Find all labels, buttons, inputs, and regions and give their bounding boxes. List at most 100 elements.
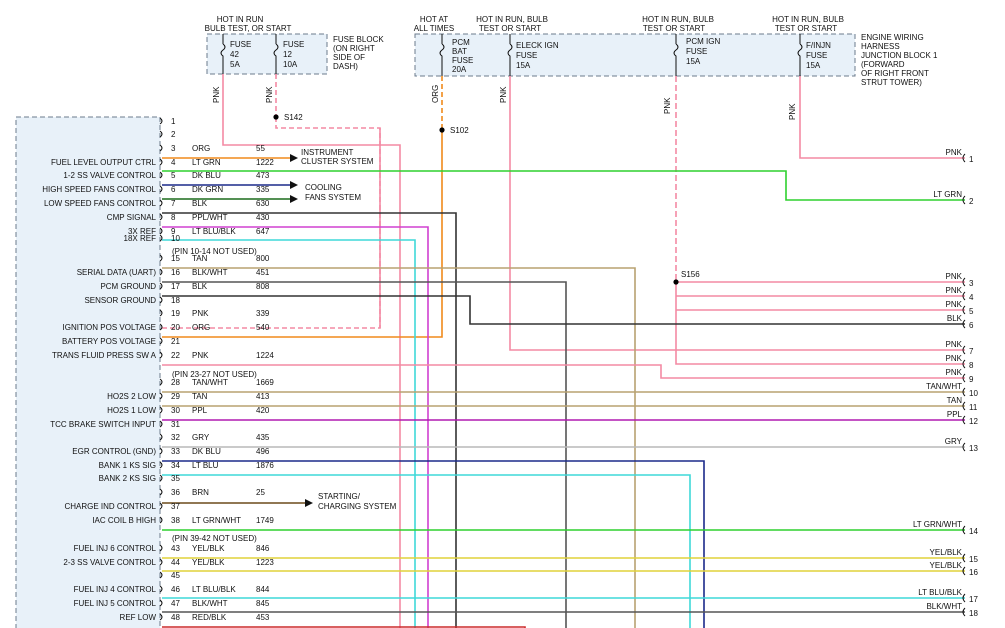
wire-color-label: PNK xyxy=(663,97,672,114)
wire-color-code: DK BLU xyxy=(192,171,221,180)
wire-color-code: BLK/WHT xyxy=(192,599,228,608)
pin-bracket xyxy=(159,433,163,441)
pin-number: 48 xyxy=(171,613,180,622)
hot-label: HOT AT xyxy=(420,15,448,24)
fuse-label: PCM xyxy=(452,38,470,47)
pin-bracket xyxy=(159,117,163,125)
splice-label: S156 xyxy=(681,270,700,279)
wire-blkwht-pin16 xyxy=(162,281,567,628)
pin-bracket xyxy=(159,282,163,290)
pin-bracket xyxy=(159,144,163,152)
connector-wire-color: YEL/BLK xyxy=(930,548,963,557)
pin-bracket xyxy=(159,516,163,524)
fuse-label: ELECK IGN xyxy=(516,41,559,50)
destination-label: STARTING/ xyxy=(318,492,361,501)
destination-label: CLUSTER SYSTEM xyxy=(301,157,374,166)
connector-wire-color: GRY xyxy=(945,437,963,446)
pin-number: 5 xyxy=(171,171,176,180)
pin-number: 43 xyxy=(171,544,180,553)
connector-pin-number: 16 xyxy=(969,568,978,577)
circuit-number: 846 xyxy=(256,544,270,553)
pin-number: 6 xyxy=(171,185,176,194)
pin-number: 22 xyxy=(171,351,180,360)
wire-pnk-finjn xyxy=(799,76,965,159)
fuse-block-left-box xyxy=(206,33,328,75)
fuse-symbol xyxy=(797,34,803,76)
splice-label: S102 xyxy=(450,126,469,135)
pin-number: 38 xyxy=(171,516,180,525)
pin-function-label: FUEL LEVEL OUTPUT CTRL xyxy=(51,158,157,167)
hot-label: TEST OR START xyxy=(775,24,837,33)
connector-wire-color: PNK xyxy=(946,340,963,349)
fuse-label: 15A xyxy=(686,57,701,66)
pin-bracket xyxy=(962,593,966,603)
arrow-icon xyxy=(290,154,298,162)
fuse-symbol xyxy=(439,34,445,76)
pin-note: (PIN 39-42 NOT USED) xyxy=(172,534,257,543)
pin-function-label: TCC BRAKE SWITCH INPUT xyxy=(50,420,156,429)
hot-label: HOT IN RUN, BULB xyxy=(772,15,844,24)
connector-pin-number: 4 xyxy=(969,293,974,302)
pin-bracket xyxy=(159,254,163,262)
fuse-label: FUSE xyxy=(452,56,473,65)
pin-number: 15 xyxy=(171,254,180,263)
destination-label: CHARGING SYSTEM xyxy=(318,502,397,511)
fuse-label: 15A xyxy=(516,61,531,70)
pin-bracket xyxy=(962,277,966,287)
pin-bracket xyxy=(159,544,163,552)
fuse-label: FUSE xyxy=(516,51,537,60)
wire-dkblu-pin33 xyxy=(162,460,705,628)
destination-label: COOLING xyxy=(305,183,342,192)
pin-function-label: BANK 2 KS SIG xyxy=(99,474,156,483)
wire-color-code: LT BLU/BLK xyxy=(192,585,236,594)
pin-bracket xyxy=(159,392,163,400)
junction-block-label: ENGINE WIRING xyxy=(861,33,924,42)
pin-number: 28 xyxy=(171,378,180,387)
wire-blk-pin7 xyxy=(162,212,457,628)
hot-label: HOT IN RUN, BULB xyxy=(642,15,714,24)
pin-number: 19 xyxy=(171,309,180,318)
wire-color-code: BLK/WHT xyxy=(192,268,228,277)
pin-number: 21 xyxy=(171,337,180,346)
connector-wire-color: LT BLU/BLK xyxy=(918,588,962,597)
pin-number: 33 xyxy=(171,447,180,456)
fuse-block-label: SIDE OF xyxy=(333,53,365,62)
wire-ltblu-pin34 xyxy=(162,474,691,628)
pin-function-label: EGR CONTROL (GND) xyxy=(72,447,156,456)
pin-number: 30 xyxy=(171,406,180,415)
pin-bracket xyxy=(159,130,163,138)
vertical-wire-labels: PNK PNK ORG PNK PNK PNK xyxy=(212,85,797,120)
connector-wire-color: TAN xyxy=(947,396,963,405)
pin-number: 8 xyxy=(171,213,176,222)
pin-bracket xyxy=(159,474,163,482)
connector-pin-number: 6 xyxy=(969,321,974,330)
fuse-block-left: FUSE 42 5A FUSE 12 10A FUSE BLOCK (ON RI… xyxy=(206,33,384,75)
junction-block-right: PCM BAT FUSE 20A ELECK IGN FUSE 15A PCM … xyxy=(414,33,938,87)
pin-number: 47 xyxy=(171,599,180,608)
pin-number: 3 xyxy=(171,144,176,153)
fuse-label: F/INJN xyxy=(806,41,831,50)
connector-pin-number: 2 xyxy=(969,197,974,206)
wire-color-code: PNK xyxy=(192,309,209,318)
pin-bracket xyxy=(159,227,163,235)
fuse-label: 20A xyxy=(452,65,467,74)
connector-wire-color: BLK xyxy=(947,314,963,323)
splice-dot xyxy=(439,127,445,133)
pin-bracket xyxy=(159,296,163,304)
wire-color-code: BLK xyxy=(192,282,208,291)
pin-bracket xyxy=(962,291,966,301)
fuse-name: FUSE xyxy=(230,40,251,49)
destination-label: INSTRUMENT xyxy=(301,148,354,157)
pin-bracket xyxy=(159,323,163,331)
circuit-number: 453 xyxy=(256,613,270,622)
pin-bracket xyxy=(962,153,966,163)
circuit-number: 55 xyxy=(256,144,265,153)
fuse-number: 42 xyxy=(230,50,239,59)
pin-bracket xyxy=(962,401,966,411)
pin-number: 10 xyxy=(171,234,180,243)
pin-bracket xyxy=(962,607,966,617)
wire-color-code: DK BLU xyxy=(192,447,221,456)
connector-pin-number: 3 xyxy=(969,279,974,288)
